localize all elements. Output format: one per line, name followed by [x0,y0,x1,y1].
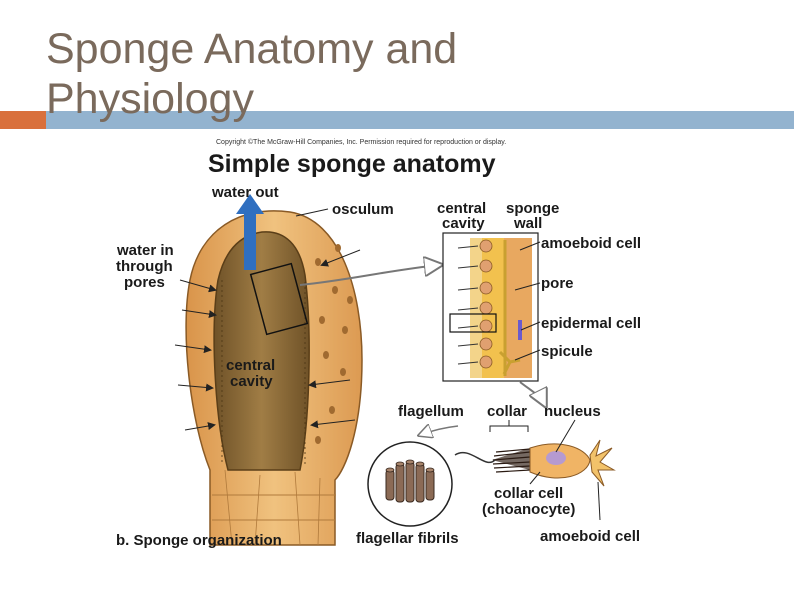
water-out-arrow [236,194,264,270]
detail-box-body [249,262,309,336]
label-water-in-2: through [116,258,173,275]
label-water-in-3: pores [124,274,165,291]
label-flagellum: flagellum [398,403,464,420]
label-nucleus: nucleus [544,403,601,420]
collar-cell-leader-line [529,471,541,485]
label-collar-cell-2: (choanocyte) [482,501,575,518]
label-flagellar-fibrils: flagellar fibrils [356,530,459,547]
label-sponge-wall-2: wall [513,215,542,232]
connector-arrow-cell [519,381,545,405]
label-inset-central-2: cavity [442,215,485,232]
label-water-out: water out [211,184,279,201]
slide-title-line2: Physiology [46,75,254,123]
amoeboid-bottom-leader-line [597,481,601,521]
flagellar-fibrils-detail [367,441,453,527]
slide-title: Sponge Anatomy and Physiology [46,24,566,124]
title-accent-bar-blue [46,111,794,129]
inset-leader-lines [514,241,541,361]
collar-cell [454,439,616,487]
nucleus-leader-line [555,419,576,453]
label-epidermal-cell: epidermal cell [541,315,641,332]
flagellum-leader-arrow [420,426,459,435]
label-central-cavity-1: central [226,357,275,374]
figure-heading: Simple sponge anatomy [208,150,496,178]
copyright-note: Copyright ©The McGraw-Hill Companies, In… [216,138,506,146]
connector-arrow-wall [299,265,440,286]
label-collar-cell-1: collar cell [494,485,563,502]
osculum-leader-line [295,208,329,217]
label-sponge-wall-1: sponge [506,200,559,217]
title-accent-bar-orange [0,111,46,129]
collar-bracket [489,420,529,432]
water-inflow-arrows [174,249,361,431]
central-cavity [213,231,310,471]
label-inset-central-1: central [437,200,486,217]
label-water-in-1: water in [116,242,174,259]
wall-inset [442,232,539,382]
figure-caption: b. Sponge organization [116,532,282,549]
slide-title-line1: Sponge Anatomy and [46,25,458,73]
label-spicule: spicule [541,343,593,360]
label-osculum: osculum [332,201,394,218]
label-amoeboid-cell: amoeboid cell [541,235,641,252]
label-central-cavity-2: cavity [230,373,273,390]
label-collar: collar [487,403,527,420]
label-amoeboid-cell-bottom: amoeboid cell [540,528,640,545]
label-pore: pore [541,275,574,292]
